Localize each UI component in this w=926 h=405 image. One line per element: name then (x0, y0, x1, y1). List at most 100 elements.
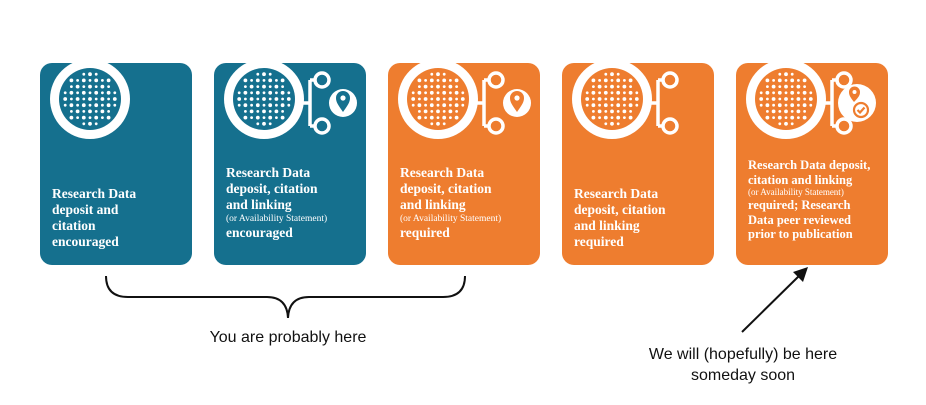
bubble-dot (448, 84, 453, 89)
bubble-dot (280, 90, 285, 95)
bubble-dot (430, 72, 434, 76)
bubble-dot (88, 116, 92, 119)
bubble-dot (256, 110, 260, 113)
bubble-dot (461, 91, 465, 95)
bubble-dot (81, 90, 86, 95)
bubble-dot (796, 84, 801, 89)
bubble-dot (237, 103, 241, 107)
bubble-dot (429, 78, 434, 83)
bubble-dot (88, 79, 92, 82)
bubble-dot (628, 78, 633, 83)
bubble-dot (94, 97, 98, 101)
bubble-dot (274, 84, 279, 89)
bubble-dot (70, 97, 73, 101)
bubble-dot (796, 109, 801, 114)
bubble-dot (784, 109, 788, 114)
bubble-dot (436, 97, 440, 101)
bubble-dot (784, 103, 788, 107)
bubble-dot (610, 116, 614, 119)
bubble-dot (784, 116, 788, 119)
bubble-dot (448, 109, 453, 114)
bubble-dot (766, 110, 769, 113)
curly-bracket (105, 275, 466, 319)
bubble-dot (591, 78, 596, 83)
bubble-dot (777, 103, 782, 108)
bubble-dot (591, 90, 596, 95)
bubble-dot (88, 84, 92, 89)
policy-card-4: Research Data deposit, citation and link… (562, 63, 714, 265)
bubble-dot (113, 103, 117, 107)
bubble-dot (255, 90, 260, 95)
bubble-dot (622, 84, 627, 89)
bubble-dot (442, 122, 446, 126)
bubble-dot (69, 78, 74, 83)
bubble-dot (616, 72, 620, 76)
bubble-dot (81, 103, 86, 108)
bubble-dot (629, 85, 632, 88)
bubble-dot (802, 115, 807, 120)
bubble-dot (635, 91, 639, 95)
bubble-dot (777, 78, 782, 83)
bubble-dot (411, 103, 415, 107)
card-3-text: Research Data deposit, citation and link… (400, 165, 502, 240)
bubble-dot (101, 116, 104, 119)
bubble-dot (784, 72, 788, 77)
bubble-dot (262, 121, 266, 126)
bubble-dot (622, 97, 627, 101)
bubble-dot (616, 97, 620, 101)
bubble-dot (429, 115, 434, 120)
bubble-dot (802, 78, 807, 83)
bubble-dot (616, 115, 621, 120)
bubble-dot (268, 103, 273, 108)
bubble-dot (249, 84, 254, 89)
location-pin-icon (849, 86, 860, 102)
bubble-dot (250, 79, 253, 82)
bubble-dot (604, 72, 608, 76)
bubble-dot (94, 103, 99, 108)
bubble-dot (610, 79, 614, 82)
bubble-dot (436, 84, 440, 89)
bubble-dot (287, 91, 291, 95)
bubble-dot (765, 90, 770, 95)
bubble-dot (790, 90, 795, 95)
bubble-dot (262, 79, 266, 82)
policy-card-3: Research Data deposit, citation and link… (388, 63, 540, 265)
bubble-dot (604, 97, 608, 101)
policy-card-1: Research Data deposit and citation encou… (40, 63, 192, 265)
bubble-dot (280, 115, 285, 120)
bubble-dot (766, 97, 769, 101)
bubble-dot (790, 72, 794, 76)
bubble-dot (598, 79, 601, 82)
bubble-dot (81, 78, 86, 83)
bubble-dot (82, 97, 86, 101)
bubble-dot (598, 103, 601, 107)
bubble-dot (454, 90, 459, 95)
bubble-dot (275, 103, 278, 107)
bubble-dot (790, 85, 794, 88)
bubble-dot (765, 115, 770, 120)
bubble-dot (94, 115, 99, 120)
bubble-dot (275, 91, 278, 95)
bubble-dot (778, 97, 782, 101)
bubble-dot (94, 78, 99, 83)
bubble-dot (603, 90, 608, 95)
bubble-dot (280, 78, 285, 83)
bubble-dot (803, 97, 806, 101)
bubble-dot (107, 85, 110, 88)
bubble-dot (424, 103, 427, 107)
bubble-dot (629, 97, 632, 101)
bubble-dot (765, 78, 770, 83)
bubble-dot (772, 103, 775, 107)
bubble-dot (88, 109, 92, 114)
bubble-dot (454, 103, 459, 108)
bubble-dot (76, 79, 79, 82)
bubble-dot (597, 109, 602, 114)
bubble-dot (442, 97, 446, 101)
bubble-dot (256, 72, 260, 76)
bubble-dot (429, 103, 434, 108)
bubble-dot (772, 91, 775, 95)
bubble-dot (790, 97, 794, 101)
bubble-dot (262, 103, 266, 107)
bubble-dot (449, 91, 452, 95)
bubble-dot (94, 85, 98, 88)
